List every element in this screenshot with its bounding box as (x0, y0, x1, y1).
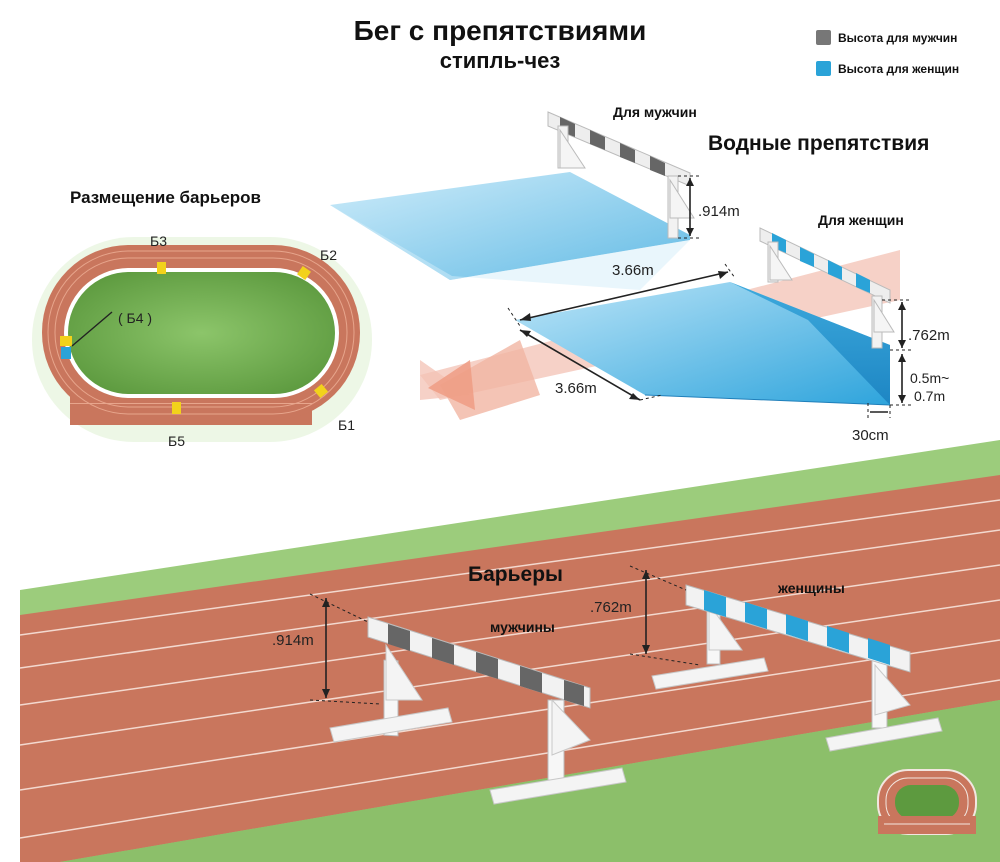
track-scene (19, 440, 1000, 862)
hurdles-heading: Барьеры (468, 563, 563, 586)
water-jump: 3.66m 3.66m .914m .762m 0 (330, 104, 950, 444)
legend-swatch-men (816, 30, 831, 45)
hurdle-women-label: женщины (777, 580, 845, 596)
water-women-height-label: .762m (908, 327, 950, 344)
barrier-label-b3: Б3 (150, 233, 167, 249)
water-hurdle-men (547, 111, 695, 239)
water-men-label: Для мужчин (613, 104, 697, 120)
water-dimensions: 3.66m 3.66m .914m .762m 0 (507, 175, 950, 444)
water-hurdle-women (759, 227, 895, 349)
hurdle-men (329, 616, 627, 805)
legend-swatch-women (816, 61, 831, 76)
b4-pointer-line (71, 311, 113, 347)
placement-heading: Размещение барьеров (70, 188, 261, 207)
water-men-height-label: .914m (698, 203, 740, 220)
legend: Высота для мужчин Высота для женщин (816, 30, 959, 76)
infield (68, 272, 335, 394)
track-hurdles: Барьеры (272, 563, 943, 805)
water-pool-men (330, 172, 690, 280)
barrier-label-b2: Б2 (320, 247, 337, 263)
stadium-icon (877, 769, 977, 835)
hurdle-men-height-label: .914m (272, 632, 314, 649)
water-heading: Водные препятствия (708, 132, 929, 155)
legend-label-men: Высота для мужчин (838, 31, 957, 45)
barrier-label-b5: Б5 (168, 433, 185, 449)
water-depth-line2: 0.7m (914, 388, 945, 404)
length-dimension-line (519, 329, 641, 401)
barrier-marker-b3 (157, 262, 166, 274)
legend-label-women: Высота для женщин (838, 62, 959, 76)
barrier-marker-b1 (313, 383, 329, 399)
page-title: Бег с препятствиями (354, 15, 647, 46)
barrier-placement: Размещение барьеров Б3 Б2 Б1 Б5 ( Б4 ) (32, 188, 372, 449)
barrier-marker-b2 (297, 266, 311, 280)
barrier-label-b4: ( Б4 ) (118, 310, 152, 326)
water-depth-line1: 0.5m~ (910, 370, 949, 386)
width-dimension-line (519, 271, 729, 321)
hurdle-women (651, 584, 943, 752)
grass-lower (60, 700, 1000, 862)
hurdle-women-height-label: .762m (590, 599, 632, 616)
water-length-label: 3.66m (555, 380, 597, 397)
page-subtitle: стипль-чез (440, 48, 561, 73)
barrier-label-b1: Б1 (338, 417, 355, 433)
hurdle-men-label: мужчины (490, 619, 555, 635)
water-width-label: 3.66m (612, 262, 654, 279)
water-slope-step-label: 30cm (852, 427, 889, 444)
lane-lines (19, 499, 1000, 839)
water-jump-marker-b4 (61, 347, 71, 359)
water-women-label: Для женщин (818, 212, 904, 228)
barrier-marker-b4 (60, 336, 72, 346)
barrier-marker-b5 (172, 402, 181, 414)
